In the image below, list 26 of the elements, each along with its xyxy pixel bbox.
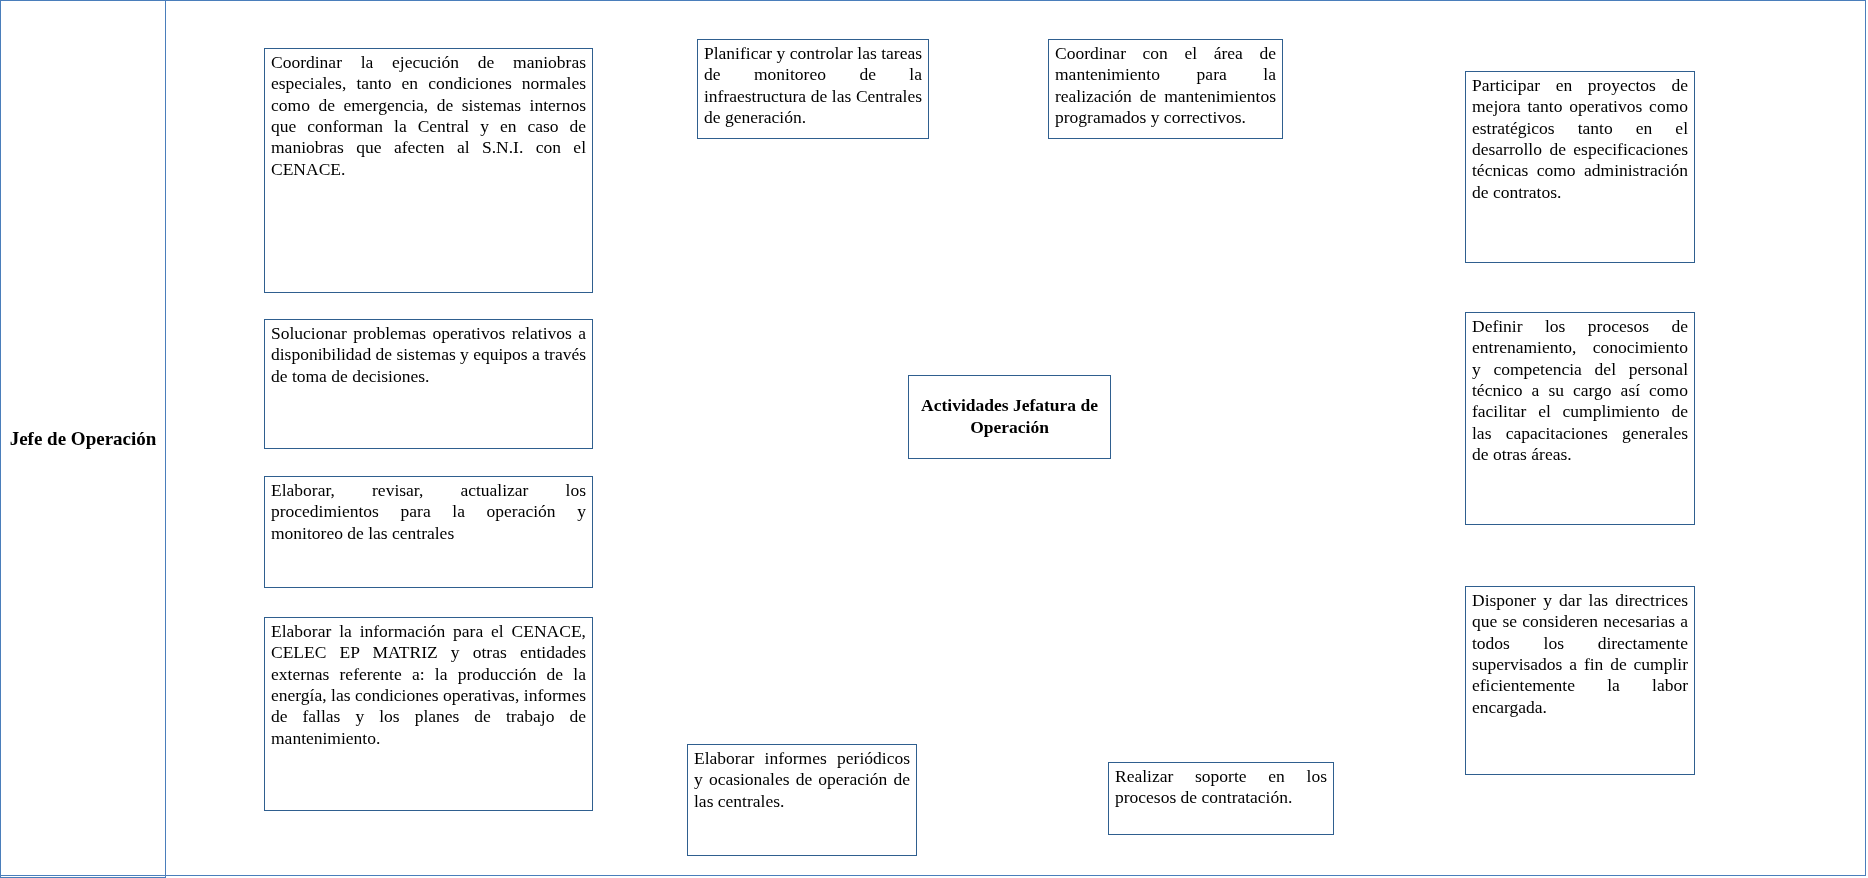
activity-text: Definir los procesos de entrenamiento, conocimiento y competencia del personal técnico a su cargo así como facilitar el cumplimiento de las capacitaciones generales de otras áreas. bbox=[1472, 316, 1688, 466]
activity-box bbox=[1465, 71, 1695, 263]
activity-text: Participar en proyectos de mejora tanto operativos como estratégicos tanto en el desarrollo de especificaciones técnicas como administración de contratos. bbox=[1472, 75, 1688, 204]
activity-box bbox=[1108, 762, 1334, 835]
activity-text: Elaborar, revisar, actualizar los procedimientos para la operación y monitoreo de las centrales bbox=[271, 480, 586, 545]
activity-text: Coordinar con el área de mantenimiento para la realización de mantenimientos programados y correctivos. bbox=[1055, 43, 1276, 129]
activity-text: Coordinar la ejecución de maniobras especiales, tanto en condiciones normales como de emergencia, de sistemas internos que conforman la Central y en caso de maniobras que afecten al S.N.I. con el CENACE. bbox=[271, 52, 586, 181]
activity-text: Planificar y controlar las tareas de monitoreo de la infraestructura de las Centrales de generación. bbox=[704, 43, 922, 129]
activity-text: Realizar soporte en los procesos de contratación. bbox=[1115, 766, 1327, 809]
activity-box bbox=[264, 48, 593, 293]
activity-box bbox=[1465, 312, 1695, 525]
role-label: Jefe de Operación bbox=[9, 427, 157, 451]
role-cell bbox=[0, 0, 166, 878]
activity-box bbox=[697, 39, 929, 139]
activity-box bbox=[264, 476, 593, 588]
topic-title: Actividades Jefatura de Operación bbox=[920, 395, 1099, 438]
activity-box bbox=[264, 617, 593, 811]
activity-text: Elaborar la información para el CENACE, CELEC EP MATRIZ y otras entidades externas referente a: la producción de la energía, las condiciones operativas, informes de fallas y los planes de trabajo de mantenimiento. bbox=[271, 621, 586, 750]
activity-text: Elaborar informes periódicos y ocasionales de operación de las centrales. bbox=[694, 748, 910, 813]
activity-box bbox=[264, 319, 593, 449]
activity-box bbox=[1465, 586, 1695, 775]
central-topic-box bbox=[908, 375, 1111, 459]
activity-text: Solucionar problemas operativos relativos a disponibilidad de sistemas y equipos a través de toma de decisiones. bbox=[271, 323, 586, 388]
activity-box bbox=[1048, 39, 1283, 139]
activity-text: Disponer y dar las directrices que se consideren necesarias a todos los directamente supervisados a fin de cumplir eficientemente la labor encargada. bbox=[1472, 590, 1688, 719]
activity-box bbox=[687, 744, 917, 856]
